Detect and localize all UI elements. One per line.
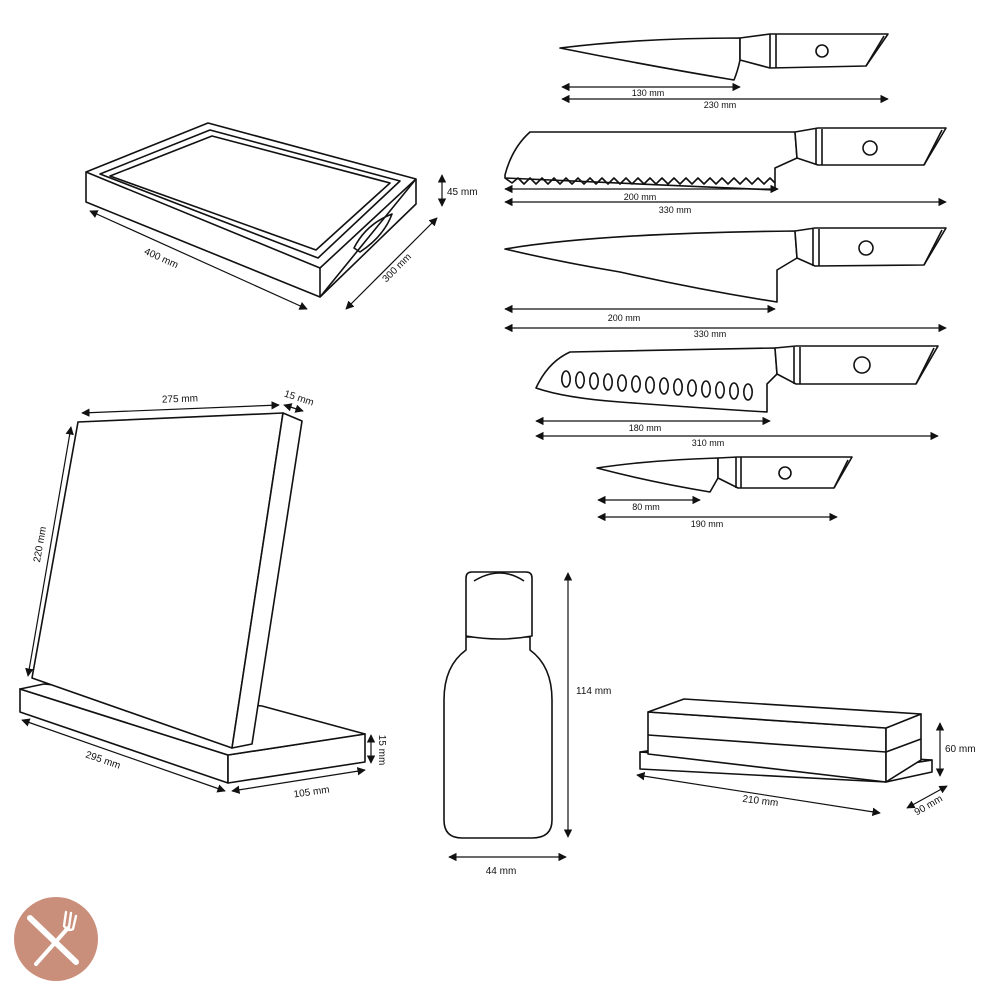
knife-3-total-label: 330 mm — [694, 329, 727, 339]
block-width-label: 275 mm — [162, 393, 198, 405]
knife-3-dimensions — [504, 304, 947, 333]
knife-block — [19, 412, 366, 784]
knife-3 — [504, 227, 947, 303]
logo-fork-handle — [34, 926, 70, 966]
whetstone — [639, 698, 933, 783]
logo-fork-tines — [62, 910, 78, 932]
knife-4-total-label: 310 mm — [692, 438, 725, 448]
knife-5-dimensions — [597, 495, 838, 522]
knife-4 — [535, 345, 939, 413]
knife-3-blade-label: 200 mm — [608, 313, 641, 323]
knife-1-handle — [739, 33, 889, 69]
whetstone-top — [647, 698, 922, 729]
block-panel-edge — [231, 412, 303, 749]
bottle-dimensions — [448, 572, 573, 862]
board-length-label: 400 mm — [142, 246, 179, 271]
board-width-label: 300 mm — [381, 252, 414, 285]
dim-line-board-width — [345, 217, 438, 310]
block-base-depth-label: 105 mm — [293, 785, 330, 801]
knife-5 — [596, 456, 853, 493]
whetstone-dimensions — [636, 722, 948, 816]
knife-1 — [559, 33, 889, 81]
fork-knife-icon — [14, 897, 98, 981]
whetstone-layer-line — [647, 734, 922, 753]
knife-2-serration — [504, 177, 776, 185]
knife-2 — [504, 127, 947, 191]
bottle-height-label: 114 mm — [576, 686, 611, 697]
knife-2-total-label: 330 mm — [659, 205, 692, 215]
dim-line-board-length — [89, 210, 308, 310]
block-height-label: 220 mm — [32, 526, 49, 563]
knife-2-blade-label: 200 mm — [624, 192, 657, 202]
whetstone-length-label: 210 mm — [742, 794, 779, 809]
knife-1-total-label: 230 mm — [704, 100, 737, 110]
bottle-width-label: 44 mm — [486, 866, 517, 877]
cutting-board-dimensions — [89, 174, 447, 310]
board-height-label: 45 mm — [447, 187, 478, 198]
knife-4-blade — [535, 347, 778, 413]
knife-2-blade — [504, 131, 798, 191]
knife-5-blade-label: 80 mm — [632, 502, 660, 512]
knife-1-blade-label: 130 mm — [632, 88, 665, 98]
block-base-height-label: 15 mm — [376, 735, 387, 766]
knife-3-blade — [504, 230, 798, 303]
knife-4-blade-label: 180 mm — [629, 423, 662, 433]
knife-5-blade — [596, 457, 719, 493]
knife-5-total-label: 190 mm — [691, 519, 724, 529]
knife-2-dimensions — [504, 184, 947, 207]
knife-1-blade — [559, 37, 741, 81]
knife-4-dimensions — [535, 416, 939, 441]
bottle-cap — [465, 571, 533, 640]
bottle-body — [443, 636, 553, 839]
whetstone-height-label: 60 mm — [945, 744, 976, 755]
oil-bottle — [443, 571, 553, 839]
knife-4-dimples — [560, 370, 753, 401]
whetstone-depth-label: 90 mm — [913, 793, 945, 818]
knife-1-dimensions — [561, 82, 889, 104]
knife-block-dimensions — [21, 401, 376, 794]
cutting-board — [85, 122, 417, 298]
